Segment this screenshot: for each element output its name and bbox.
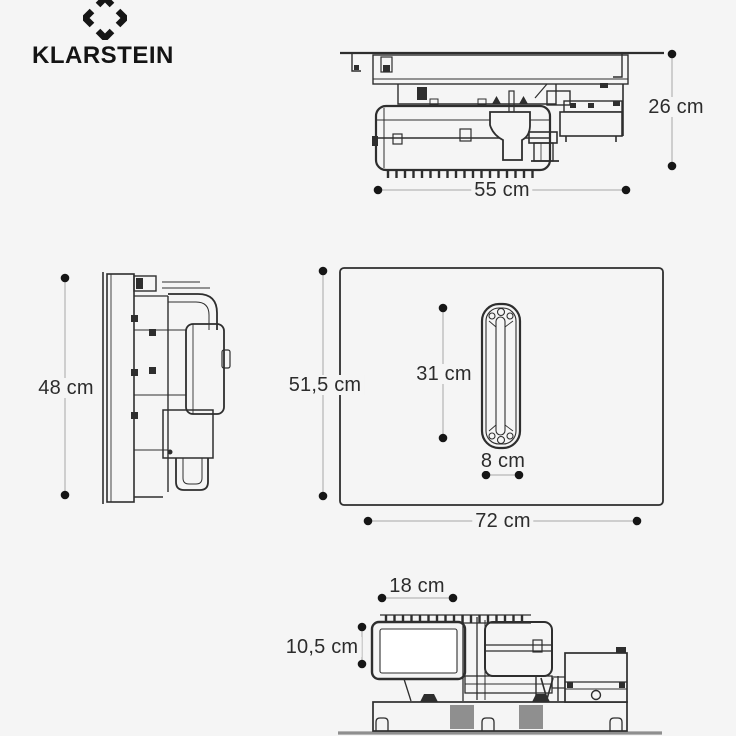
counter-side-view-drawing [338,614,662,735]
dim-label-underside-height: 26 cm [645,97,707,117]
dim-label-box-width: 18 cm [386,576,448,596]
brand-name: KLARSTEIN [32,42,174,69]
dimension-annotations [60,49,677,669]
dim-label-underside-width: 55 cm [471,180,533,200]
dim-label-top-depth: 51,5 cm [285,375,365,395]
dim-label-box-height: 10,5 cm [282,637,362,657]
dim-label-top-width: 72 cm [472,511,534,531]
klarstein-diamond-icon [83,0,127,40]
dim-label-profile-height: 48 cm [35,378,97,398]
dim-label-vent-width: 8 cm [477,451,529,471]
dim-label-vent-length: 31 cm [413,364,475,384]
underside-view-drawing [340,51,664,178]
side-profile-drawing [102,272,231,504]
